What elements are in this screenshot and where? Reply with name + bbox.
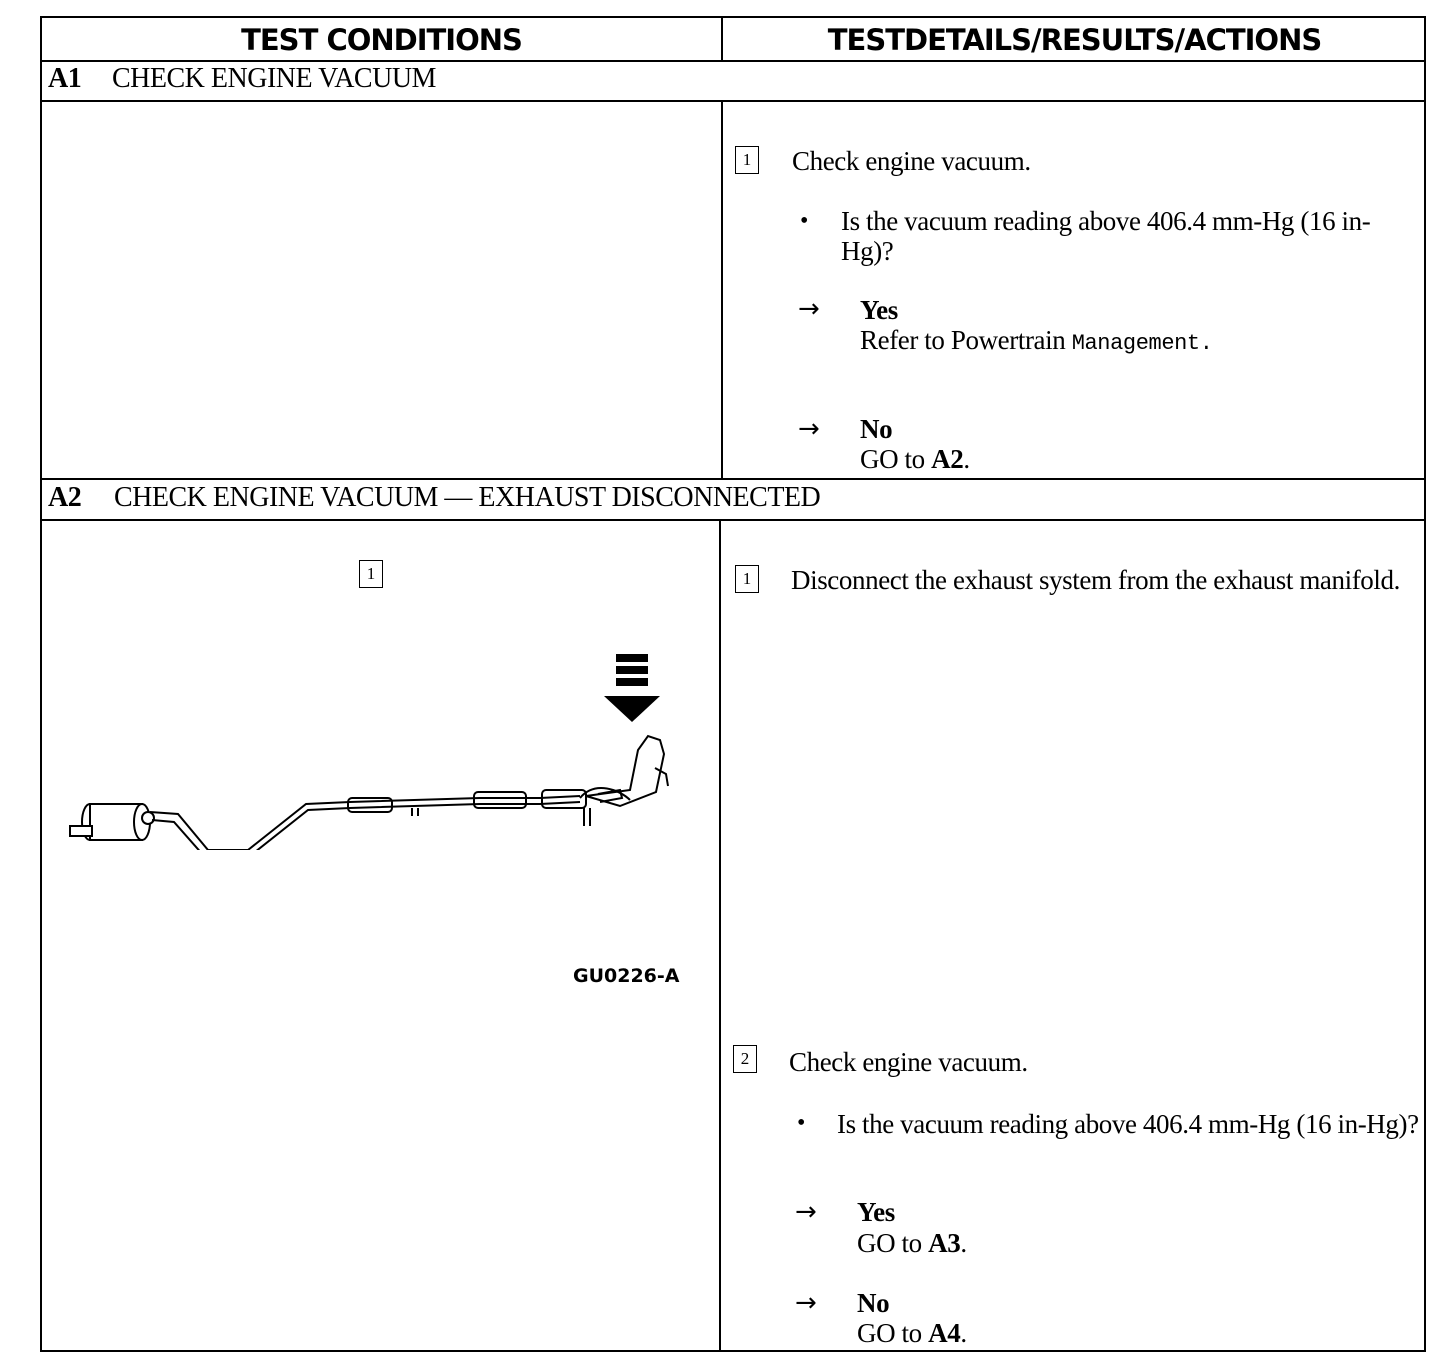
a1-yes-text: Refer to Powertrain (860, 325, 1066, 355)
a2-yes-action: GO to A3. (857, 1228, 967, 1258)
a1-column-divider (721, 100, 723, 480)
a2-step1-text: Disconnect the exhaust system from the e… (791, 565, 1400, 595)
a1-title-rule (40, 100, 1426, 102)
a1-section-title: A1 CHECK ENGINE VACUUM (48, 63, 436, 95)
procedure-table (40, 16, 1426, 1352)
a1-no-period: . (963, 444, 970, 474)
a1-question: Is the vacuum reading above 406.4 mm-Hg … (841, 206, 1371, 266)
a1-title: CHECK ENGINE VACUUM (112, 63, 436, 94)
a2-yes-text: GO to (857, 1228, 922, 1258)
exhaust-system-illustration (69, 654, 669, 850)
a2-title: CHECK ENGINE VACUUM — EXHAUST DISCONNECT… (114, 482, 821, 513)
header-divider (721, 16, 723, 62)
a1-yes-arrow: → (798, 294, 820, 324)
a2-yes-period: . (960, 1228, 967, 1258)
a1-yes-label: Yes (860, 295, 898, 325)
disconnect-arrow-icon (604, 654, 660, 722)
a1-yes-action: Refer to Powertrain Management. (860, 325, 1213, 359)
a2-title-rule (40, 519, 1426, 521)
exhaust-pipe-shape (149, 734, 669, 850)
a2-no-period: . (960, 1318, 967, 1348)
a2-question: Is the vacuum reading above 406.4 mm-Hg … (837, 1109, 1419, 1139)
a2-yes-arrow: → (795, 1197, 817, 1227)
a1-yes-code: Management. (1071, 331, 1213, 356)
a1-no-arrow: → (798, 414, 820, 444)
a2-step2-text: Check engine vacuum. (789, 1047, 1028, 1077)
a2-yes-target: A3 (928, 1228, 961, 1258)
a1-no-text: GO to (860, 444, 925, 474)
figure-caption: GU0226-A (573, 965, 680, 987)
a2-section-title: A2 CHECK ENGINE VACUUM — EXHAUST DISCONNE… (48, 482, 821, 514)
a2-column-divider (719, 519, 721, 1352)
a2-no-label: No (857, 1288, 890, 1318)
a2-step1-number: 1 (735, 565, 759, 593)
a1-no-label: No (860, 414, 893, 444)
a2-bullet: • (797, 1110, 806, 1136)
a2-yes-label: Yes (857, 1197, 895, 1227)
a1-step1-text: Check engine vacuum. (792, 146, 1031, 176)
a1-step1-number: 1 (735, 146, 759, 174)
a1-no-action: GO to A2. (860, 444, 970, 474)
header-rule (40, 60, 1426, 62)
a2-no-action: GO to A4. (857, 1318, 967, 1348)
a2-top-rule (40, 478, 1426, 480)
a2-no-arrow: → (795, 1288, 817, 1318)
a2-step2-number: 2 (733, 1045, 757, 1073)
header-test-conditions: TEST CONDITIONS (241, 23, 523, 57)
a1-id: A1 (48, 63, 82, 94)
figure-callout-number: 1 (359, 560, 383, 588)
muffler-shape (69, 803, 155, 841)
a2-no-target: A4 (928, 1318, 961, 1348)
a1-no-target: A2 (931, 444, 964, 474)
header-test-details: TESTDETAILS/RESULTS/ACTIONS (827, 23, 1323, 57)
a2-id: A2 (48, 482, 82, 513)
a2-no-text: GO to (857, 1318, 922, 1348)
a1-bullet: • (800, 208, 809, 234)
